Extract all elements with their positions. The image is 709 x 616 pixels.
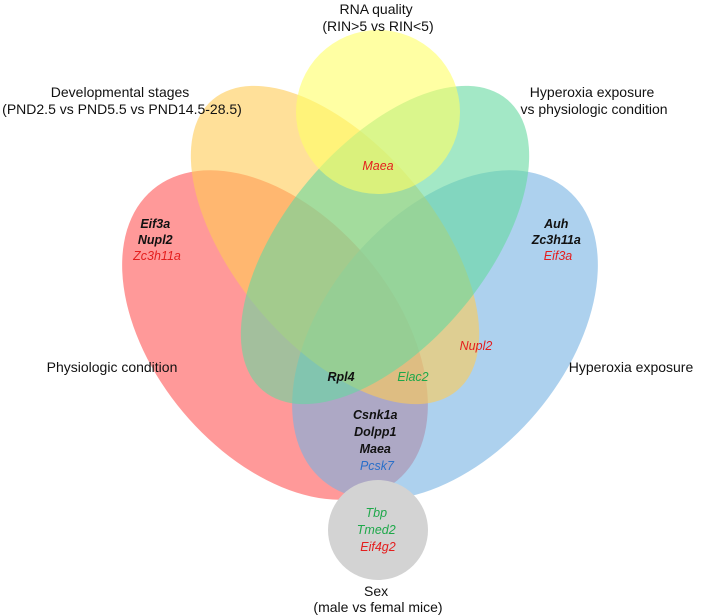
gene-item: Elac2 [397, 370, 428, 384]
region-sex-only: Tbp Tmed2 Eif4g2 [357, 506, 399, 554]
label-hyperoxia-line-1: Hyperoxia exposure [569, 359, 694, 375]
label-hyperoxia-vs-phys-line-1: Hyperoxia exposure [530, 84, 655, 100]
gene-item: Rpl4 [327, 370, 354, 384]
region-rna-dev-hyp: Maea [362, 159, 393, 173]
gene-item: Dolpp1 [354, 425, 396, 439]
label-rna-quality-line-2: (RIN>5 vs RIN<5) [322, 18, 433, 34]
gene-item: Nupl2 [138, 233, 173, 247]
label-sex-line-1: Sex [364, 583, 388, 599]
label-physiologic-line-1: Physiologic condition [47, 359, 178, 375]
region-physiologic-only: Eif3a Nupl2 Zc3h11a [132, 217, 181, 263]
gene-item: Eif3a [140, 217, 170, 231]
set-hyperoxia-vs-phys-shape [240, 85, 530, 405]
gene-item: Auh [543, 217, 569, 231]
gene-item: Eif4g2 [360, 540, 395, 554]
set-sex-shape [328, 480, 428, 580]
region-phys-hyp-dev: Elac2 [397, 370, 428, 384]
label-hyperoxia-vs-phys-line-2: vs physiologic condition [520, 101, 667, 117]
region-hyperoxia-only: Auh Zc3h11a Eif3a [531, 217, 585, 263]
region-phys-hyperoxia: Csnk1a Dolpp1 Maea Pcsk7 [353, 408, 401, 473]
gene-item: Zc3h11a [132, 249, 181, 263]
gene-item: Pcsk7 [360, 459, 395, 473]
label-rna-quality: RNA quality (RIN>5 vs RIN<5) [322, 1, 433, 34]
gene-item: Tbp [365, 506, 387, 520]
gene-item: Tmed2 [357, 523, 396, 537]
label-rna-quality-line-1: RNA quality [339, 1, 412, 17]
gene-item: Maea [360, 442, 391, 456]
gene-item: Zc3h11a [531, 233, 581, 247]
label-hyperoxia: Hyperoxia exposure [569, 359, 694, 375]
label-developmental-line-2: (PND2.5 vs PND5.5 vs PND14.5-28.5) [2, 101, 242, 117]
region-phys-dev-hyperoxia: Rpl4 [327, 370, 354, 384]
gene-item: Csnk1a [353, 408, 398, 422]
gene-item: Eif3a [544, 249, 573, 263]
gene-item: Maea [362, 159, 393, 173]
label-developmental-line-1: Developmental stages [51, 84, 190, 100]
label-hyperoxia-vs-phys: Hyperoxia exposure vs physiologic condit… [520, 84, 667, 117]
set-rna-quality-shape [296, 30, 460, 194]
label-sex: Sex (male vs femal mice) [313, 583, 442, 615]
region-dev-hyperoxia: Nupl2 [460, 339, 493, 353]
gene-item: Nupl2 [460, 339, 493, 353]
label-sex-line-2: (male vs femal mice) [313, 599, 442, 615]
label-physiologic: Physiologic condition [47, 359, 178, 375]
label-developmental: Developmental stages (PND2.5 vs PND5.5 v… [2, 84, 242, 117]
